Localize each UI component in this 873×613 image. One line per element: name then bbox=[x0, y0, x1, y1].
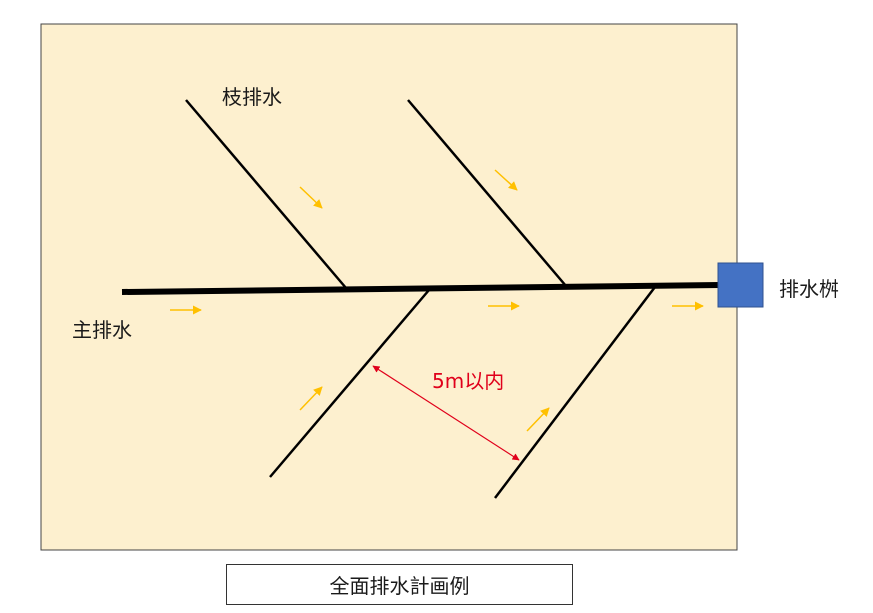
spacing-dimension-arrow bbox=[372, 365, 520, 461]
flow-arrows bbox=[170, 169, 704, 432]
branch-pipe-lower-right bbox=[494, 286, 656, 499]
branch-drain-label: 枝排水 bbox=[222, 85, 282, 109]
main-drain-label: 主排水 bbox=[72, 318, 132, 342]
flow-arrow-icon bbox=[299, 386, 323, 411]
branch-pipe-lower-left bbox=[269, 289, 430, 478]
branch-pipe-upper-right bbox=[407, 99, 567, 287]
flow-arrow-icon bbox=[494, 169, 518, 191]
flow-arrow-icon bbox=[526, 407, 550, 432]
spacing-label: 5m以内 bbox=[432, 369, 504, 393]
main-drain-pipe bbox=[121, 282, 721, 295]
catch-basin bbox=[717, 262, 764, 308]
flow-arrow-icon bbox=[299, 186, 323, 209]
branch-pipe-upper-left bbox=[185, 99, 347, 289]
catch-basin-label: 排水桝 bbox=[779, 277, 839, 301]
diagram-caption: 全面排水計画例 bbox=[226, 564, 573, 605]
